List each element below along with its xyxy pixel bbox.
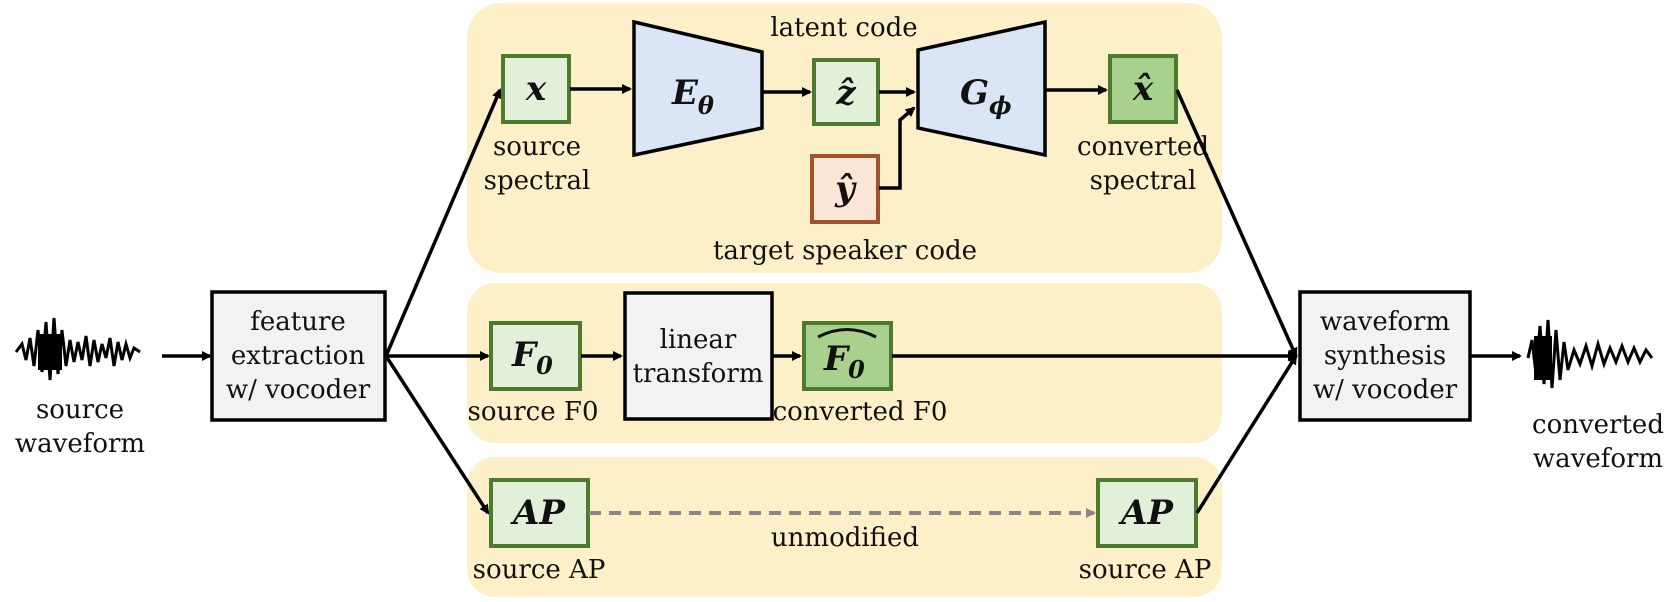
z-box [812,58,880,126]
arrow-extraction-to-x [384,88,502,357]
linear-transform-line2: transform [633,359,764,389]
encoder-symbol: Eθ [671,73,714,120]
f0hat-hat [817,328,877,339]
feature-extraction-box [210,290,387,422]
feature-extraction-line1: feature [250,307,346,337]
source-waveform-icon [14,317,141,381]
feature-extraction-line2: extraction [231,341,365,371]
ap-target-box [1096,478,1198,548]
decoder-subscript: ϕ [989,91,1012,120]
target-speaker-code-label: target speaker code [713,236,977,266]
ap-source-symbol: AP [510,493,566,533]
converted-waveform-icon [1526,319,1654,389]
converted-waveform-label-1: converted [1532,410,1664,440]
arrow-ap-to-synthesis [1195,354,1298,514]
decoder-symbol: Gϕ [960,73,1012,120]
ap-target-symbol: AP [1118,493,1174,533]
arrow-y-to-decoder [879,106,916,190]
f0-letter: F [511,335,539,375]
source-waveform-label-1: source [36,395,124,425]
unmodified-label: unmodified [771,523,919,553]
y-box [810,154,880,224]
source-spectral-label-2: spectral [484,166,591,196]
f0hat-letter: F [823,339,851,379]
encoder-subscript: θ [698,91,714,120]
source-spectral-label-1: source [493,132,581,162]
converted-f0-label: converted F0 [773,397,948,427]
encoder-letter: E [671,73,699,113]
converted-waveform-label-2: waveform [1533,444,1663,474]
waveform-synthesis-line3: w/ vocoder [1313,375,1458,405]
arrow-xhat-to-synthesis [1175,89,1298,358]
f0-symbol: F0 [511,335,553,380]
f0hat-symbol: F0 [823,339,865,384]
converted-spectral-label-2: spectral [1090,166,1197,196]
ap-target-label: source AP [1079,555,1212,585]
decoder-block [916,19,1047,158]
xhat-box [1108,54,1178,124]
y-symbol: ŷ [834,169,857,209]
x-box [501,54,571,124]
source-waveform-label-2: waveform [15,429,145,459]
x-symbol: x [525,69,547,109]
ap-source-label: source AP [473,555,606,585]
source-f0-label: source F0 [468,397,599,427]
waveform-synthesis-line2: synthesis [1324,341,1446,371]
waveform-synthesis-box [1298,290,1472,422]
waveform-synthesis-line1: waveform [1320,307,1450,337]
feature-extraction-line3: w/ vocoder [226,375,371,405]
xhat-symbol: x̂ [1132,69,1154,109]
decoder-letter: G [960,73,989,113]
ap-source-box [489,478,590,548]
z-symbol: ẑ [835,73,856,113]
linear-transform-box [623,291,774,421]
f0hat-subscript: 0 [848,355,865,384]
converted-spectral-label-1: converted [1077,132,1209,162]
arrow-extraction-to-ap [384,355,490,515]
encoder-block [632,19,764,158]
f0hat-box [802,321,893,391]
latent-code-label: latent code [770,13,917,43]
ap-band [467,457,1222,597]
f0-subscript: 0 [536,351,553,380]
f0-box [489,321,582,391]
linear-transform-line1: linear [660,325,737,355]
